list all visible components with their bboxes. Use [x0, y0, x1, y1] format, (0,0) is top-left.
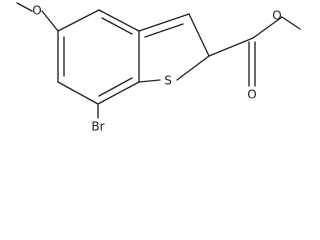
- oxygen-ring-bond-methoxy: [41, 10, 59, 32]
- benzene-bond-4: [97, 81, 140, 105]
- thiophene-bond-3: [176, 55, 210, 81]
- benzene-inner-double-3: [98, 77, 133, 97]
- ester-oxygen-label: O: [272, 9, 281, 23]
- benzene-bond-1: [57, 9, 100, 32]
- thiophene-bond-4: [138, 79, 161, 83]
- thiophene-bond-1: [138, 13, 190, 32]
- carbonyl-oxygen-label: O: [247, 88, 256, 102]
- bromine-label: Br: [91, 120, 104, 134]
- carbonyl-carbon-bond: [208, 37, 254, 57]
- ester-oxygen-bond: [252, 16, 283, 39]
- thiophene-bond-2: [188, 13, 210, 57]
- chemical-structure-diagram: O S O O Br: [16, 2, 301, 134]
- molecule-svg: O S O O Br: [16, 2, 301, 134]
- benzene-bond-5: [57, 81, 99, 105]
- methyl-oxygen-bond: [16, 2, 33, 12]
- thiophene-inner-double: [144, 23, 184, 38]
- ester-methyl-bond: [281, 16, 301, 30]
- methoxy-oxygen-label: O: [32, 4, 41, 18]
- sulfur-label: S: [164, 74, 172, 88]
- benzene-inner-double-2: [101, 17, 133, 35]
- benzene-bond-2: [98, 9, 140, 32]
